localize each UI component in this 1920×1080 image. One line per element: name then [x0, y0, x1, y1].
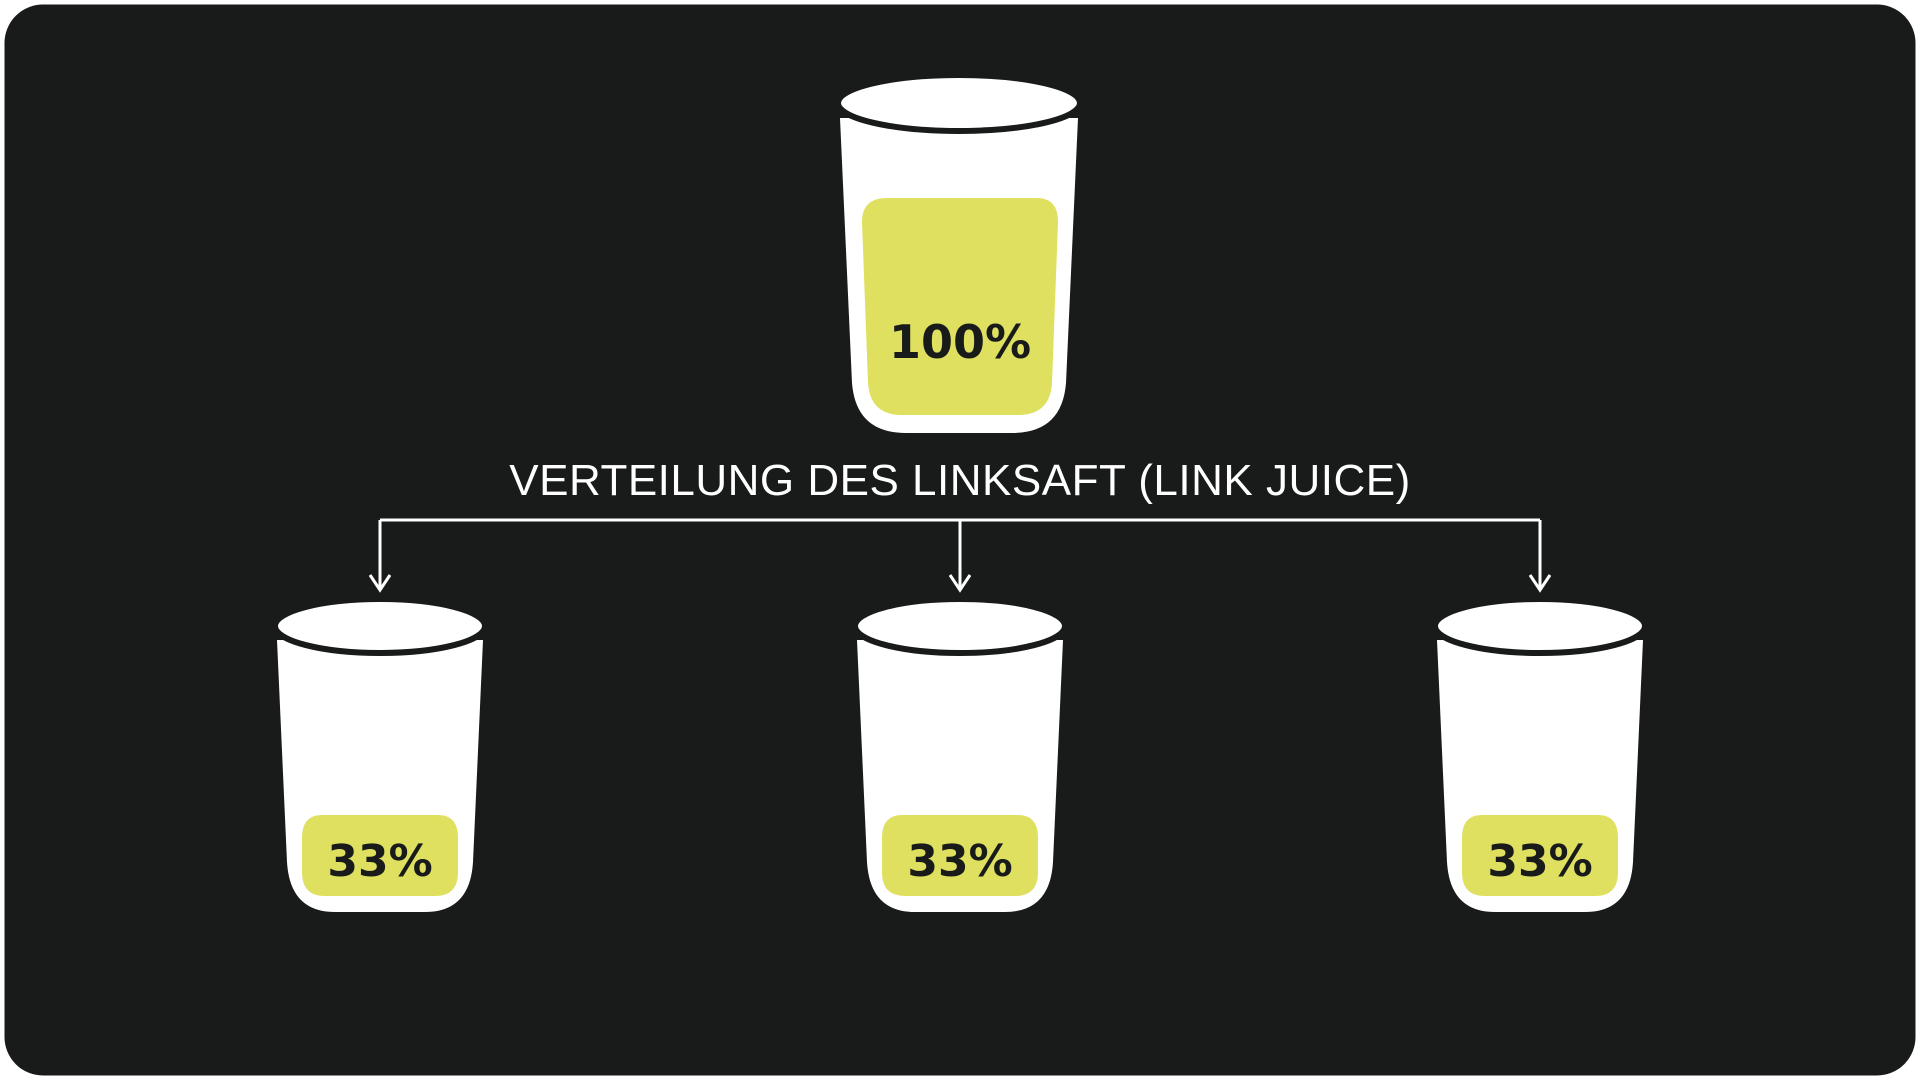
target-glass-2-rim — [852, 596, 1068, 656]
target-glass-3-juice — [1462, 815, 1618, 896]
target-glass-3: 33% — [1432, 596, 1648, 912]
source-glass-rim — [835, 72, 1083, 134]
connector-arrow-right — [1528, 520, 1552, 593]
target-glass-1-rim — [272, 596, 488, 656]
connector-arrow-middle — [948, 520, 972, 593]
target-glass-1: 33% — [272, 596, 488, 912]
target-glass-1-label: 33% — [327, 836, 432, 887]
target-glass-1-juice — [302, 815, 458, 896]
source-glass-label: 100% — [889, 315, 1031, 369]
target-glass-2-juice — [882, 815, 1038, 896]
source-glass: 100% — [835, 72, 1083, 433]
target-glass-2-label: 33% — [907, 836, 1012, 887]
source-glass-juice — [862, 198, 1058, 415]
target-glass-3-rim — [1432, 596, 1648, 656]
connector-arrow-left — [368, 520, 392, 593]
target-glass-2: 33% — [852, 596, 1068, 912]
distribution-connector — [368, 518, 1552, 593]
diagram-caption: VERTEILUNG DES LINKSAFT (LINK JUICE) — [509, 456, 1410, 505]
target-glass-3-label: 33% — [1487, 836, 1592, 887]
